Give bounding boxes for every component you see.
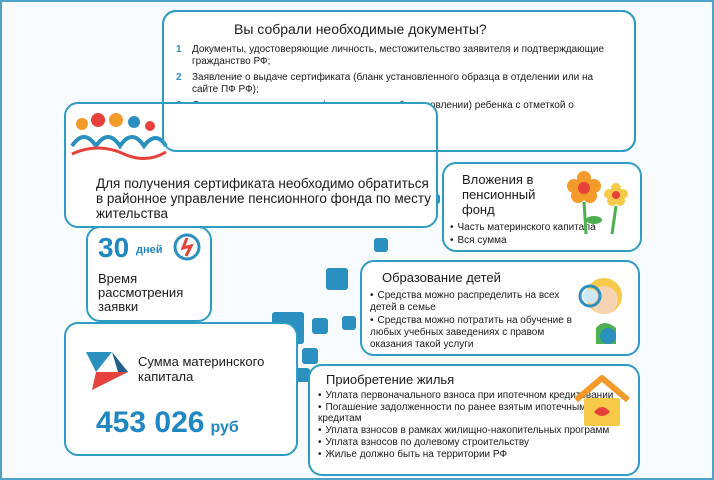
processing-time-box: 30 дней Время рассмотрения заявки <box>86 226 212 322</box>
pension-fund-list: Часть материнского капитала Вся сумма <box>450 222 596 248</box>
list-item: Уплата взносов в рамках жилищно-накопите… <box>318 425 618 436</box>
flower-icon <box>567 171 628 235</box>
list-item: Уплата первоначального взноса при ипотеч… <box>318 390 618 401</box>
list-item: Вся сумма <box>450 235 596 247</box>
connector-square <box>296 368 310 382</box>
pension-fund-box: Вложения в пенсионный фонд Часть материн… <box>442 162 642 252</box>
clock-icon <box>173 233 201 261</box>
processing-time-label: Время рассмотрения заявки <box>98 271 184 314</box>
capital-sum-title: Сумма материнского капитала <box>138 354 265 384</box>
document-number: 1 <box>176 44 182 55</box>
connector-square <box>342 316 356 330</box>
main-info-text: Для получения сертификата необходимо обр… <box>96 176 432 221</box>
education-title: Образование детей <box>382 270 501 285</box>
arrow-logo-icon <box>86 352 128 390</box>
document-text: Документы, удостоверяющие личность, мест… <box>192 44 605 67</box>
family-logo-icon <box>70 113 168 160</box>
connector-square <box>302 348 318 364</box>
capital-sum-value: 453 026 <box>96 406 205 439</box>
list-item: Средства можно потратить на обучение в л… <box>370 315 578 351</box>
pension-fund-title: Вложения в пенсионный фонд <box>462 172 536 217</box>
capital-sum-unit: руб <box>210 419 239 436</box>
child-with-magnifier-icon <box>578 278 622 344</box>
list-item: Жилье должно быть на территории РФ <box>318 449 618 460</box>
connector-square <box>326 268 348 290</box>
document-number: 2 <box>176 72 182 83</box>
education-list: Средства можно распределить на всех дете… <box>370 290 578 352</box>
housing-box: Приобретение жилья Уплата первоначальног… <box>308 364 640 476</box>
list-item: Уплата взносов по долевому строительству <box>318 437 618 448</box>
document-item: 1 Документы, удостоверяющие личность, ме… <box>176 44 621 68</box>
capital-sum-box: Сумма материнского капитала 453 026 руб <box>64 322 298 456</box>
connector-square <box>374 238 388 252</box>
list-item: Часть материнского капитала <box>450 222 596 234</box>
education-box: Образование детей Средства можно распред… <box>360 260 640 356</box>
housing-title: Приобретение жилья <box>326 372 455 387</box>
days-number: 30 <box>98 232 130 263</box>
connector-square <box>312 318 328 334</box>
days-unit: дней <box>136 244 163 256</box>
capital-sum-value-row: 453 026 руб <box>96 406 239 440</box>
housing-list: Уплата первоначального взноса при ипотеч… <box>318 390 618 461</box>
main-info-box: Для получения сертификата необходимо обр… <box>64 102 438 228</box>
list-item: Средства можно распределить на всех дете… <box>370 290 578 314</box>
document-text: Заявление о выдаче сертификата (бланк ус… <box>192 72 594 95</box>
list-item: Погашение задолженности по ранее взятым … <box>318 402 618 424</box>
documents-title: Вы собрали необходимые документы? <box>234 21 487 37</box>
document-item: 2 Заявление о выдаче сертификата (бланк … <box>176 72 621 96</box>
house-icon <box>574 375 630 426</box>
